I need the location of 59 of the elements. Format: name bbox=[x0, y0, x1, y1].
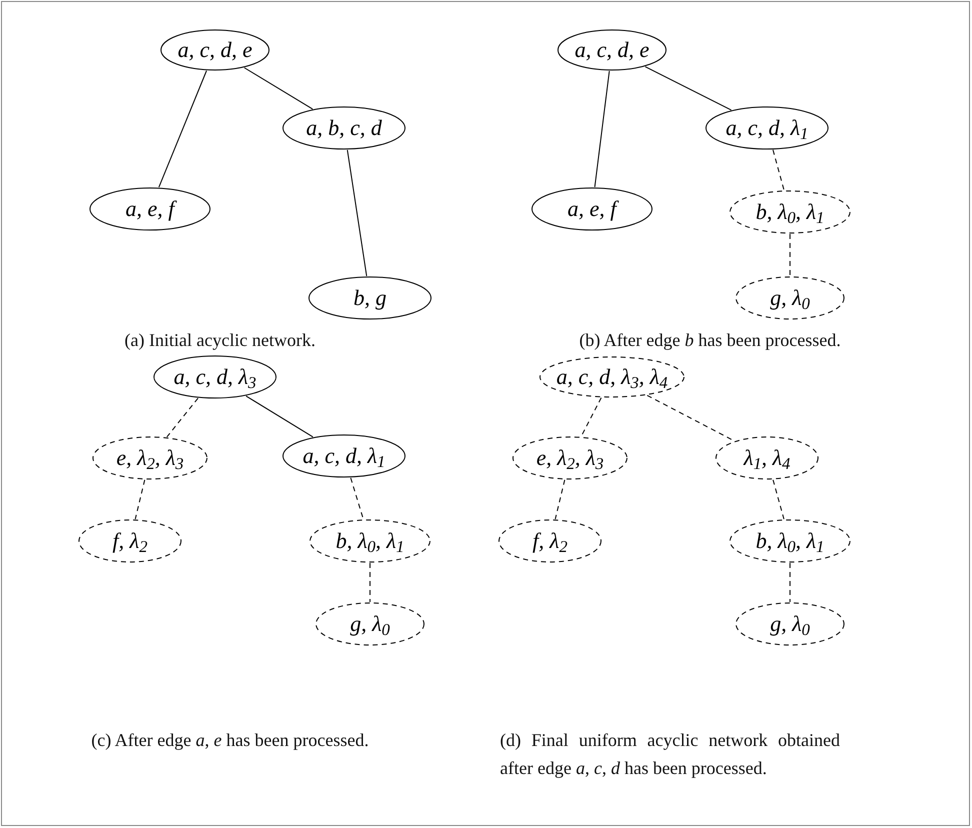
ellipse-node bbox=[531, 187, 653, 231]
subfigure-caption: (c) After edge a, e has been processed. bbox=[90, 729, 370, 752]
connector-line bbox=[594, 70, 610, 188]
node-label: g, λ$_{0}$ bbox=[350, 613, 390, 635]
node-label: a, c, d, λ$_{1}$ bbox=[726, 117, 808, 139]
connector-line bbox=[644, 66, 732, 111]
ellipse-node bbox=[309, 519, 431, 563]
connector-line bbox=[350, 477, 364, 520]
ellipse-node bbox=[705, 106, 829, 150]
node-label: g, λ$_{0}$ bbox=[770, 287, 810, 309]
ellipse-node bbox=[282, 106, 406, 150]
node-label: f, λ$_{2}$ bbox=[532, 530, 568, 552]
subfigure-caption: (a) Initial acyclic network. bbox=[124, 329, 316, 352]
ellipse-node bbox=[729, 190, 851, 234]
node-label: b, λ$_{0}$, λ$_{1}$ bbox=[756, 530, 824, 552]
ellipse-node bbox=[89, 187, 211, 231]
ellipse-node bbox=[153, 355, 277, 399]
connector-line bbox=[134, 479, 146, 520]
node-label: a, e, f bbox=[126, 198, 174, 220]
node-label: e, λ$_{2}$, λ$_{3}$ bbox=[116, 447, 184, 469]
ellipse-node bbox=[557, 29, 667, 71]
node-label: g, λ$_{0}$ bbox=[770, 613, 810, 635]
subfigure-caption: (d) Final uniform acyclic network obtained after edge a, c, d has been processed. bbox=[500, 729, 840, 780]
node-label: λ$_{1}$, λ$_{4}$ bbox=[744, 447, 790, 469]
connector-line bbox=[554, 479, 566, 520]
node-label: e, λ$_{2}$, λ$_{3}$ bbox=[536, 447, 604, 469]
node-label: a, c, d, λ$_{3}$ bbox=[174, 366, 256, 388]
node-label: a, c, d, e bbox=[574, 39, 650, 61]
node-label: a, e, f bbox=[568, 198, 616, 220]
node-label: b, g bbox=[354, 287, 386, 309]
connector-line bbox=[246, 396, 314, 438]
connector-line bbox=[244, 67, 314, 110]
ellipse-node bbox=[308, 276, 432, 320]
ellipse-node bbox=[160, 29, 270, 71]
subfigure-caption: (b) After edge b has been processed. bbox=[578, 329, 842, 352]
ellipse-node bbox=[498, 519, 602, 563]
node-label: f, λ$_{2}$ bbox=[112, 530, 148, 552]
ellipse-node bbox=[78, 519, 182, 563]
connector-line bbox=[346, 149, 368, 277]
connector-line bbox=[166, 398, 199, 438]
ellipse-node bbox=[539, 356, 685, 398]
ellipse-node bbox=[735, 276, 845, 320]
ellipse-node bbox=[282, 434, 406, 478]
ellipse-node bbox=[512, 436, 628, 480]
ellipse-node bbox=[315, 602, 425, 646]
node-label: a, b, c, d bbox=[306, 117, 382, 139]
connector-line bbox=[580, 397, 602, 437]
node-label: b, λ$_{0}$, λ$_{1}$ bbox=[756, 201, 824, 223]
connector-line bbox=[158, 70, 208, 188]
node-label: a, c, d, e bbox=[178, 39, 252, 61]
ellipse-node bbox=[92, 436, 208, 480]
node-label: a, c, d, λ$_{1}$ bbox=[302, 445, 386, 467]
ellipse-node bbox=[715, 436, 819, 480]
connector-line bbox=[772, 149, 784, 191]
connector-line bbox=[772, 479, 784, 520]
ellipse-node bbox=[729, 519, 851, 563]
node-label: b, λ$_{0}$, λ$_{1}$ bbox=[336, 530, 404, 552]
node-label: a, c, d, λ$_{3}$, λ$_{4}$ bbox=[556, 366, 668, 388]
ellipse-node bbox=[735, 602, 845, 646]
